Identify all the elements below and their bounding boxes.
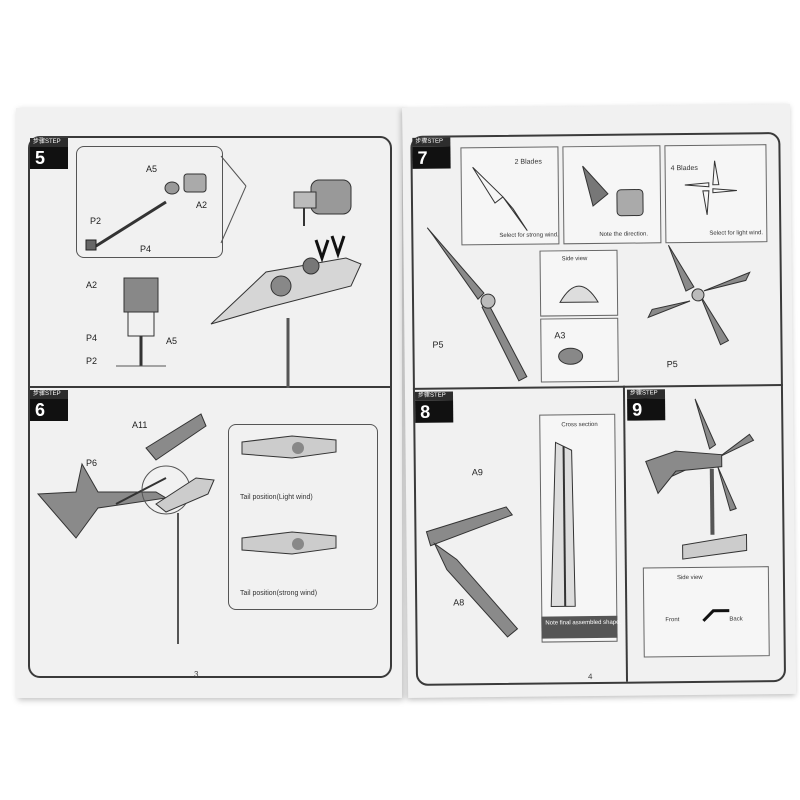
step-5-badge: 步骤STEP 5 <box>30 138 68 169</box>
page-number: 3 <box>194 670 199 679</box>
step-8-illustration <box>425 441 576 638</box>
page-number: 4 <box>587 672 593 682</box>
step-6-badge: 步骤STEP 6 <box>30 390 68 421</box>
part-label-p4: P4 <box>140 244 152 254</box>
step-7-illustration <box>426 160 751 382</box>
step-5-illustration <box>85 155 362 388</box>
tail-light-caption: Tail position(Light wind) <box>240 494 313 501</box>
part-label-p6: P6 <box>86 458 98 468</box>
step-9-illustration <box>645 398 755 622</box>
right-page: 步骤STEP 7 2 Blades Select for strong wind… <box>402 103 797 698</box>
part-label-a11: A11 <box>132 420 148 430</box>
step-label: 步骤STEP <box>30 390 68 399</box>
left-page: 步骤STEP 5 A5 A2 P2 P4 A2 P4 A5 P2 步骤STEP <box>16 108 402 698</box>
part-label-p4: P4 <box>86 333 98 343</box>
left-page-frame <box>28 136 392 678</box>
parts-detail-panel <box>76 146 223 258</box>
step-6-illustration <box>36 413 337 644</box>
step-number: 6 <box>30 399 68 421</box>
part-label-p2: P2 <box>90 216 102 226</box>
part-label-a5: A5 <box>146 164 158 174</box>
step-label: 步骤STEP <box>30 138 68 147</box>
part-label-a2: A2 <box>196 200 208 210</box>
part-label-a5: A5 <box>166 336 178 346</box>
step-number: 5 <box>30 147 68 169</box>
tail-strong-caption: Tail position(strong wind) <box>240 590 318 597</box>
step-divider <box>28 386 392 388</box>
part-label-a2: A2 <box>86 280 98 290</box>
part-label-p2: P2 <box>86 356 98 366</box>
tail-position-panel <box>228 424 378 610</box>
